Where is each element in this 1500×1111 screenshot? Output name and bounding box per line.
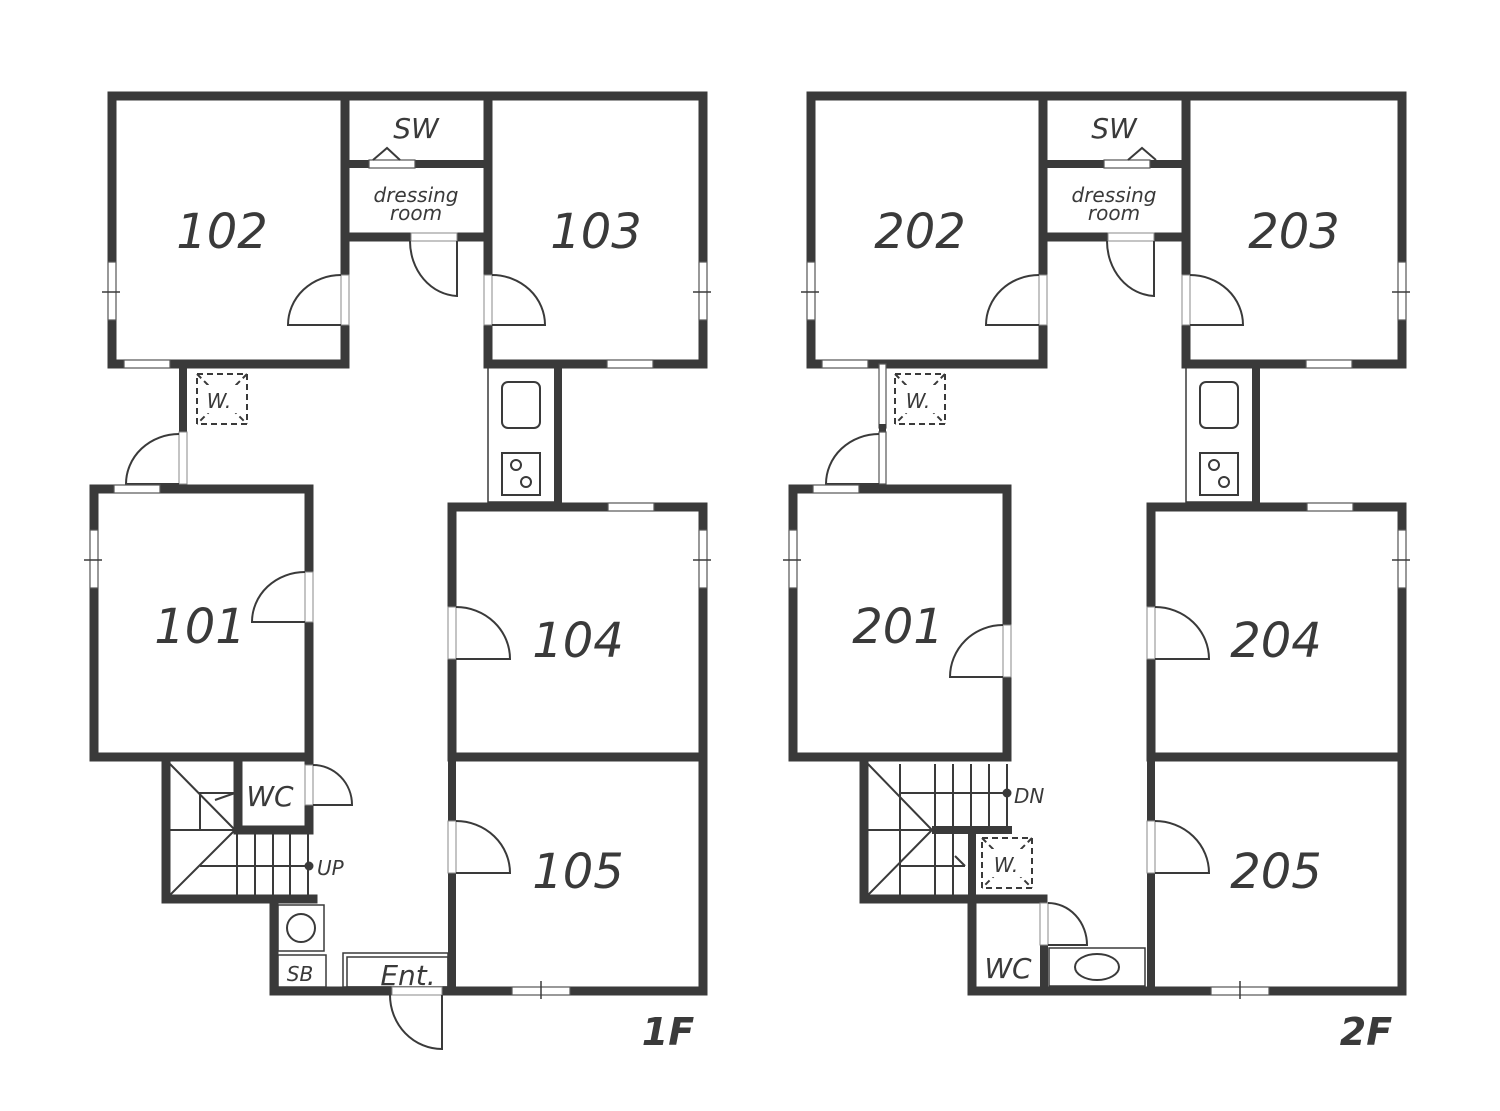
room-105[interactable]: 105 <box>447 752 708 999</box>
dressing-room-2f-label-line1: dressing <box>1072 183 1157 207</box>
room-101[interactable]: 101 <box>84 484 314 762</box>
sw-closet-2f[interactable]: SW dressing room <box>1038 91 1191 298</box>
sw-label-2f: SW <box>1091 112 1138 145</box>
hall-door[interactable] <box>124 433 180 485</box>
kitchen-2f[interactable] <box>1185 363 1260 504</box>
room-103-label: 103 <box>550 204 642 260</box>
washer-space-2f-top[interactable]: W. <box>894 373 946 425</box>
room-202[interactable]: 202 <box>801 91 1048 369</box>
sw-closet[interactable]: SW dressing room <box>340 91 493 298</box>
room-203[interactable]: 203 <box>1181 91 1410 369</box>
washer-label-2f-top: W. <box>906 389 931 413</box>
room-103[interactable]: 103 <box>483 91 711 369</box>
room-204-label: 204 <box>1230 613 1322 669</box>
hall-door-2f[interactable] <box>824 433 880 485</box>
floor-2f-label: 2F <box>1340 1010 1392 1054</box>
stairs-up-label: UP <box>317 856 345 880</box>
washer-label: W. <box>207 389 232 413</box>
floor-1f-label: 1F <box>642 1010 694 1054</box>
stove-icon-2f <box>1199 452 1239 496</box>
room-104[interactable]: 104 <box>447 502 711 762</box>
wc-label: WC <box>246 780 294 813</box>
bath-vanity <box>1048 947 1146 987</box>
room-104-label: 104 <box>532 613 624 669</box>
floor-plan-2f: 202 SW dressing room 203 <box>783 91 1410 1054</box>
dressing-room-label-line1: dressing <box>374 183 459 207</box>
shoe-box-label: SB <box>287 962 313 986</box>
wc-label-2f: WC <box>984 952 1032 985</box>
room-101-label: 101 <box>154 599 246 655</box>
shoe-box <box>277 954 327 988</box>
entrance[interactable]: SB Ent. <box>269 894 457 1051</box>
sink-icon-2f <box>1199 381 1239 429</box>
dressing-room-label-line2: room <box>390 201 442 225</box>
room-102-label: 102 <box>176 204 268 260</box>
washer-space[interactable]: W. <box>196 373 248 425</box>
room-201-label: 201 <box>852 599 944 655</box>
floor-plan-1f: 102 SW dressing room 103 <box>84 91 711 1054</box>
washer-label-2f-bottom: W. <box>994 853 1019 877</box>
sink-basin-icon <box>277 904 325 952</box>
dressing-room-2f-label-line2: room <box>1088 201 1140 225</box>
room-201[interactable]: 201 <box>783 484 1012 762</box>
kitchen[interactable] <box>487 363 562 504</box>
sink-icon <box>501 381 541 429</box>
room-205[interactable]: 205 <box>1146 752 1407 999</box>
stove-icon <box>501 452 541 496</box>
room-204[interactable]: 204 <box>1146 502 1410 762</box>
room-102[interactable]: 102 <box>102 91 350 369</box>
stairs-down-label: DN <box>1014 784 1044 808</box>
stairs-up[interactable]: UP <box>161 752 345 904</box>
sw-label: SW <box>393 112 440 145</box>
room-205-label: 205 <box>1230 844 1322 900</box>
washer-space-2f-bottom[interactable]: W. <box>981 837 1033 889</box>
room-105-label: 105 <box>532 844 624 900</box>
wc-1f[interactable]: WC <box>233 752 354 835</box>
room-203-label: 203 <box>1248 204 1340 260</box>
wc-2f[interactable]: WC <box>967 894 1156 996</box>
room-202-label: 202 <box>874 204 966 260</box>
